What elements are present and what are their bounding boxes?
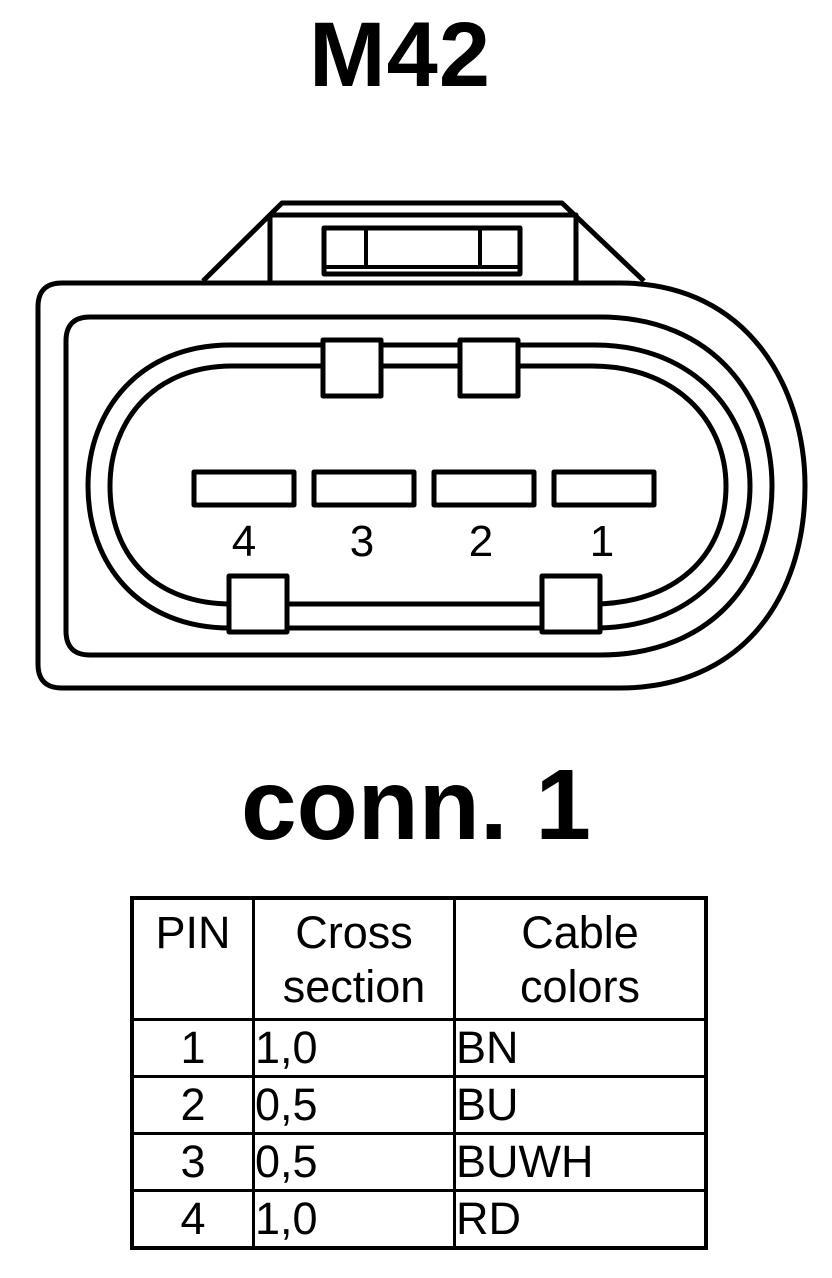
pin-1-contact (551, 469, 657, 508)
table-row: 1 1,0 BN (130, 1018, 708, 1078)
table-header-row: PIN Cross section Cable colors (130, 896, 708, 1021)
key-tab-bottom-left (226, 573, 290, 635)
row-cable-color: RD (453, 1189, 708, 1250)
row-pin: 1 (130, 1018, 255, 1078)
key-tab-top-left (320, 337, 384, 399)
housing-outline (35, 280, 808, 691)
row-pin: 3 (130, 1132, 255, 1192)
housing-inner-rim (63, 314, 775, 658)
row-cross-section: 0,5 (252, 1075, 456, 1135)
pin-label-2: 2 (469, 517, 493, 566)
connector-drawing: 4 3 2 1 (35, 200, 808, 691)
table-row: 2 0,5 BU (130, 1075, 708, 1135)
key-tab-bottom-right (539, 573, 603, 635)
row-cross-section: 0,5 (252, 1132, 456, 1192)
pin-assignment-table: PIN Cross section Cable colors 1 1,0 BN … (130, 896, 708, 1250)
pin-3-contact (311, 469, 417, 508)
key-tab-top-right (457, 337, 521, 399)
latch-outline (201, 200, 646, 283)
row-cable-color: BN (453, 1018, 708, 1078)
table-row: 4 1,0 RD (130, 1189, 708, 1250)
row-cable-color: BU (453, 1075, 708, 1135)
row-cross-section: 1,0 (252, 1018, 456, 1078)
header-cross-line1: Cross (295, 907, 413, 958)
pin-label-3: 3 (350, 517, 374, 566)
pin-2-contact (431, 469, 537, 508)
row-cable-color: BUWH (453, 1132, 708, 1192)
table-row: 3 0,5 BUWH (130, 1132, 708, 1192)
row-pin: 4 (130, 1189, 255, 1250)
header-color-line2: colors (519, 961, 641, 1012)
pin-4-contact (191, 469, 297, 508)
header-cross-section: Cross section (252, 896, 456, 1021)
connector-label: conn. 1 (240, 749, 592, 861)
header-color-line1: Cable (521, 907, 639, 958)
latch-slot (321, 225, 523, 277)
header-cable-colors: Cable colors (453, 896, 708, 1021)
pin-label-4: 4 (232, 517, 256, 566)
row-cross-section: 1,0 (252, 1189, 456, 1250)
header-pin-label: PIN (155, 907, 231, 958)
header-pin: PIN (130, 896, 255, 1021)
row-pin: 2 (130, 1075, 255, 1135)
diagram-title: M42 (309, 4, 491, 106)
header-cross-line2: section (282, 961, 426, 1012)
pin-label-1: 1 (590, 517, 614, 566)
